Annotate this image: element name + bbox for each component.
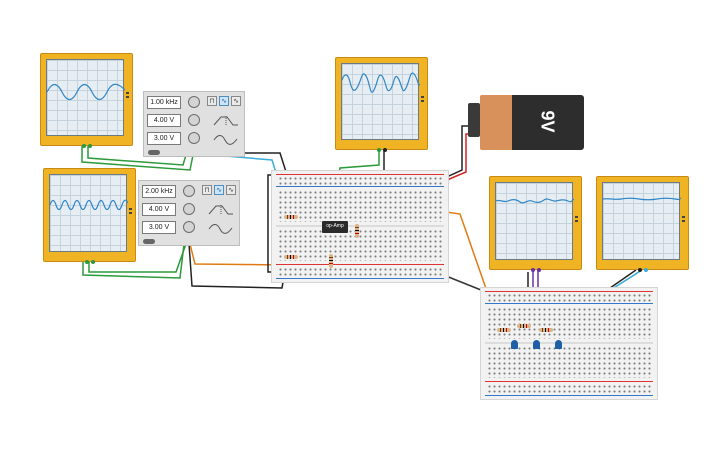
function-generator-2[interactable]: 2.00 kHz ⊓ ∿ ∿ 4.00 V 3.00 V: [138, 180, 240, 246]
battery-label: 9V: [537, 110, 558, 133]
scope-side-ticks: [128, 206, 134, 220]
wire-green[interactable]: [87, 146, 187, 166]
breadboard-main[interactable]: op-Amp: [271, 170, 449, 283]
op-amp-label: op-Amp: [326, 223, 344, 229]
op-amp-chip[interactable]: op-Amp: [322, 221, 348, 233]
dc-offset-display: 3.00 V: [147, 132, 181, 145]
scope-side-ticks: [681, 214, 687, 228]
resistor[interactable]: [539, 328, 553, 332]
amplitude-glyph-icon: [213, 116, 238, 126]
sine-trace: [49, 199, 129, 211]
frequency-knob[interactable]: [183, 185, 195, 197]
triangle-wave-icon[interactable]: ∿: [231, 96, 241, 106]
scope-side-ticks: [420, 94, 426, 108]
scope-screen: [602, 182, 682, 260]
power-switch[interactable]: [143, 239, 155, 244]
wire-red[interactable]: [439, 133, 468, 184]
resistor[interactable]: [355, 224, 359, 238]
oscilloscope-2[interactable]: [43, 168, 136, 264]
resistor[interactable]: [284, 215, 298, 219]
wire-green[interactable]: [82, 243, 185, 279]
led[interactable]: [533, 340, 540, 349]
oscilloscope-4[interactable]: [489, 176, 582, 272]
triangle-wave-icon[interactable]: ∿: [226, 185, 236, 195]
scope-screen: [495, 182, 575, 260]
wire-black[interactable]: [439, 125, 468, 181]
frequency-display: 2.00 kHz: [142, 185, 176, 198]
output-trace: [495, 198, 575, 204]
scope-screen: [49, 174, 129, 252]
amplitude-knob[interactable]: [183, 203, 195, 215]
output-trace: [602, 197, 682, 201]
breadboard-secondary[interactable]: [480, 287, 658, 400]
sine-wave-icon[interactable]: ∿: [219, 96, 229, 106]
function-generator-1[interactable]: 1.00 kHz ⊓ ∿ ∿ 4.00 V 3.00 V: [143, 91, 245, 157]
sine-wave-icon[interactable]: ∿: [214, 185, 224, 195]
square-wave-icon[interactable]: ⊓: [207, 96, 217, 106]
offset-knob[interactable]: [188, 132, 200, 144]
sine-trace: [46, 83, 126, 101]
led[interactable]: [555, 340, 562, 349]
frequency-display: 1.00 kHz: [147, 96, 181, 109]
led[interactable]: [511, 340, 518, 349]
amplitude-glyph-icon: [208, 205, 233, 215]
scope-screen: [46, 59, 126, 136]
oscilloscope-3[interactable]: [335, 57, 428, 152]
scope-side-ticks: [574, 214, 580, 228]
resistor[interactable]: [497, 328, 511, 332]
resistor[interactable]: [329, 254, 333, 268]
oscilloscope-1[interactable]: [40, 53, 133, 148]
resistor[interactable]: [284, 255, 298, 259]
frequency-knob[interactable]: [188, 96, 200, 108]
battery-terminal: [468, 103, 480, 137]
battery-9v[interactable]: 9V: [468, 95, 584, 150]
amplitude-knob[interactable]: [188, 114, 200, 126]
scope-screen: [341, 63, 421, 140]
dc-offset-display: 3.00 V: [142, 221, 176, 234]
oscilloscope-5[interactable]: [596, 176, 689, 272]
offset-glyph-icon: [208, 224, 233, 234]
resistor[interactable]: [517, 324, 531, 328]
wire-green[interactable]: [81, 146, 194, 171]
square-wave-icon[interactable]: ⊓: [202, 185, 212, 195]
wire-green[interactable]: [88, 243, 187, 273]
battery-body: [512, 95, 584, 150]
sum-wave-trace: [341, 72, 421, 93]
offset-knob[interactable]: [183, 221, 195, 233]
amplitude-display: 4.00 V: [147, 114, 181, 127]
battery-copper-cap: [480, 95, 512, 150]
amplitude-display: 4.00 V: [142, 203, 176, 216]
scope-side-ticks: [125, 90, 131, 104]
offset-glyph-icon: [213, 135, 238, 145]
power-switch[interactable]: [148, 150, 160, 155]
